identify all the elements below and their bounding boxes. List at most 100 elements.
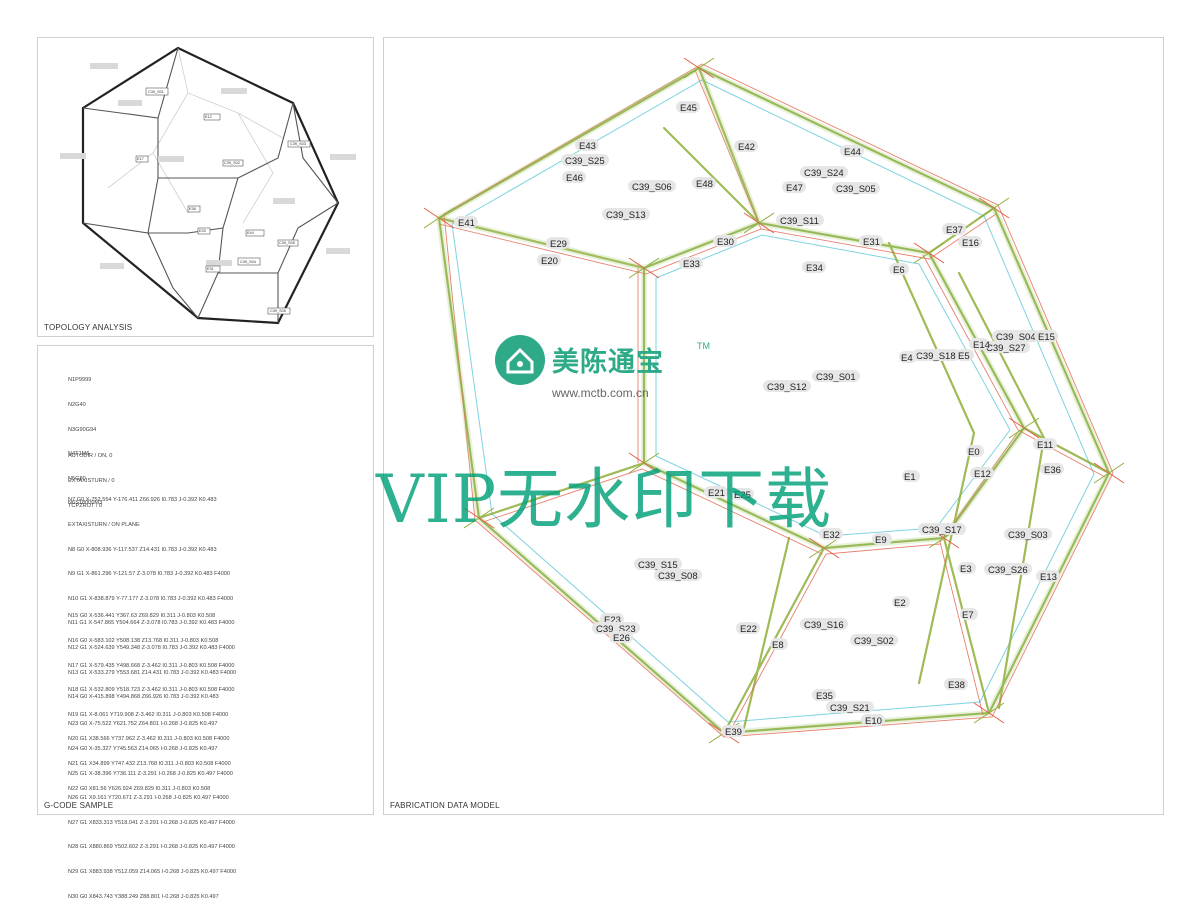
svg-text:E6: E6 [893,265,905,276]
svg-text:E9: E9 [875,535,887,546]
svg-text:C39_S15: C39_S15 [638,560,678,571]
edge-label-e33: E33 [679,257,703,270]
struts [436,63,1114,738]
gcode-line: N7 G0 X-752.554 Y-176.411 Z66.926 I0.783… [68,497,217,504]
watermark-brand: 美陈通宝 [552,347,664,378]
edge-label-e34: E34 [802,261,826,274]
svg-text:E38: E38 [948,680,965,691]
fabrication-panel: E45 E43 C39_S25 E46 E42 E44 C39_S24 C39_… [383,37,1164,815]
edge-label-e4: E4 [899,351,917,364]
gcode-line: N10 G1 X-838.879 Y-77.177 Z-3.078 I0.783… [68,595,234,602]
svg-text:E14: E14 [973,340,990,351]
svg-text:E41: E41 [458,218,475,229]
edge-label-c39s23: C39_S23 [592,622,640,635]
edge-label-e32: E32 [819,528,843,541]
node-tags [135,87,311,315]
fabrication-diagram: E45 E43 C39_S25 E46 E42 E44 C39_S24 C39_… [423,57,1125,744]
edge-label-c39s05: C39_S05 [832,182,880,195]
edge-label-c39s24: C39_S24 [800,166,848,179]
watermark-tm: TM [697,341,710,351]
edge-labels: E45 E43 C39_S25 E46 E42 E44 C39_S24 C39_… [454,101,1064,738]
edge-label-e26: E26 [609,631,633,644]
gcode-line: N13 G1 X-533.279 Y553.681 Z14.431 I0.783… [68,669,237,676]
gcode-line: N21 G1 X34.899 Y747.432 Z13.768 I0.311 J… [68,761,231,768]
gcode-line: N14 G0 X-415.898 Y494.868 Z66.926 I0.783… [68,694,219,701]
svg-text:E47: E47 [786,183,803,194]
svg-text:E34: E34 [806,263,823,274]
topo-label: C39_S02 [224,161,240,165]
edge-label-e3: E3 [958,562,976,575]
edge-label-e30: E30 [713,235,737,248]
svg-text:E35: E35 [816,691,833,702]
edge-label-e35: E35 [812,689,836,702]
gcode-line: N5G80 [68,475,86,482]
svg-text:C39_S21: C39_S21 [830,703,870,714]
gcode-line: N20 G1 X38.566 Y737.962 Z-3.462 I0.311 J… [68,736,230,743]
topo-label: E12 [205,115,212,119]
edge-label-e0: E0 [966,445,984,458]
gcode-line: AUTODIR / ON, 0 [68,453,113,460]
topology-panel: C39_S01 C39_S02 C39_S03 C39_S04 C39_S05 … [37,37,374,337]
edge-label-c39s18: C39_S18 [912,349,960,362]
topo-label: E44 [247,231,254,235]
edge-label-e10: E10 [861,714,885,727]
svg-text:C39_S12: C39_S12 [767,382,807,393]
node-bursts [423,57,1125,744]
watermark-url: www.mctb.com.cn [552,386,649,400]
watermark-vip: VIP无水印下载 [376,461,833,538]
topo-label: E17 [137,157,144,161]
topology-text: C39_S01 C39_S02 C39_S03 C39_S04 C39_S05 … [137,90,306,313]
svg-text:E7: E7 [962,610,974,621]
svg-text:C39_S11: C39_S11 [780,216,819,227]
svg-text:C39_S08: C39_S08 [658,571,698,582]
edge-label-e16: E16 [958,236,982,249]
svg-text:E0: E0 [968,447,980,458]
svg-text:E33: E33 [683,259,700,270]
topo-label: E31 [207,267,214,271]
svg-text:E12: E12 [974,469,991,480]
topo-label: E25 [199,229,206,233]
svg-text:C39_S17: C39_S17 [922,525,962,536]
svg-text:C39_S03: C39_S03 [1008,530,1048,541]
svg-text:E43: E43 [579,141,596,152]
edge-label-c39s02: C39_S02 [850,634,898,647]
edge-label-e44: E44 [840,145,864,158]
gcode-line: N11 G1 X-547.865 Y504.664 Z-3.078 I0.783… [68,620,235,627]
svg-text:C39_S01: C39_S01 [816,372,856,383]
svg-text:C39_S13: C39_S13 [606,210,646,221]
topo-label: C39_S06 [270,309,286,313]
gcode-line: N24 G0 X-35.327 Y745.563 Z14.065 I-0.268… [68,746,218,753]
edge-label-c39s06: C39_S06 [628,180,676,193]
svg-text:E22: E22 [740,624,757,635]
gcode-line: EXTAXISTURN / 0 [68,478,115,485]
edge-label-e13: E13 [1036,570,1060,583]
edge-label-e45: E45 [676,101,700,114]
gcode-block-3: N7 G0 X-752.554 Y-176.411 Z66.926 I0.783… [68,480,236,718]
gcode-block-2: AUTODIR / ON, 0 EXTAXISTURN / 0 TCPZROT … [68,436,115,526]
svg-text:E21: E21 [708,488,725,499]
gcode-line: N18 G1 X-532.809 Y518.723 Z-3.462 I0.311… [68,687,235,694]
gcode-block-4: N15 G0 X-536.441 Y367.63 Z69.829 I0.311 … [68,596,234,809]
edge-label-e20: E20 [537,254,561,267]
edge-label-e29: E29 [546,237,570,250]
svg-text:E4: E4 [901,353,913,364]
fabrication-title: FABRICATION DATA MODEL [390,801,500,810]
svg-text:E26: E26 [613,633,630,644]
edge-label-e7: E7 [960,608,978,621]
svg-text:E2: E2 [894,598,906,609]
svg-text:E3: E3 [960,564,972,575]
gcode-line: N19 G1 X-8.061 Y719.908 Z-3.462 I0.311 J… [68,711,229,718]
edge-label-e9: E9 [872,533,892,546]
edge-label-c39s13: C39_S13 [602,208,650,221]
svg-text:E42: E42 [738,142,755,153]
edge-label-e8: E8 [770,638,788,651]
svg-text:E23: E23 [604,615,621,626]
svg-text:E39: E39 [725,727,742,738]
svg-text:E8: E8 [772,640,784,651]
svg-text:C39_S27: C39_S27 [986,343,1026,354]
svg-text:E31: E31 [863,237,880,248]
svg-text:E30: E30 [717,237,734,248]
gcode-line: N12 G1 X-524.639 Y549.348 Z-3.078 I0.783… [68,645,235,652]
svg-text:E37: E37 [946,225,963,236]
svg-text:C39_S18: C39_S18 [916,351,956,362]
